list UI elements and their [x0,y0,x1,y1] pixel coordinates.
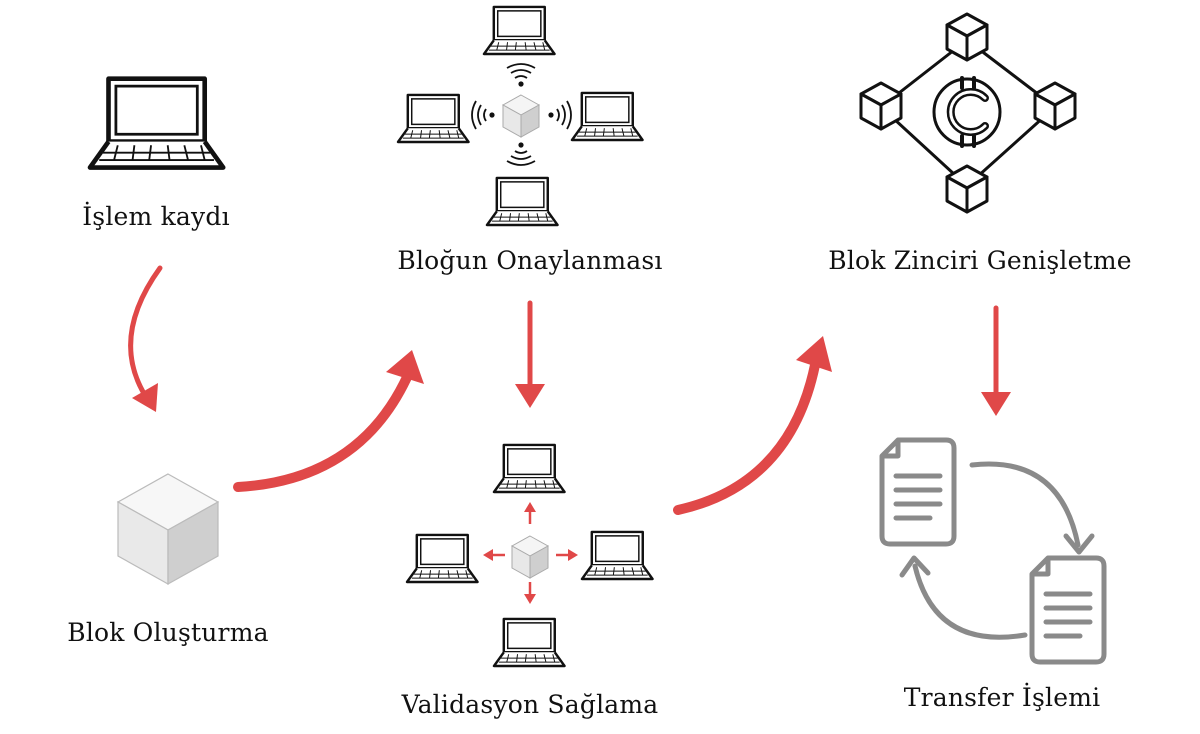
arrow-validasyon-to-zincir [673,360,820,515]
step-label-blok-zinciri-genisletme: Blok Zinciri Genişletme [828,246,1132,275]
step-label-islem-kaydi: İşlem kaydı [82,202,230,231]
step-label-blogun-onaylanmasi: Bloğun Onaylanması [397,246,663,275]
laptop-icon [90,79,223,168]
flow-arrows [128,265,1011,515]
step-label-blok-olusturma: Blok Oluşturma [67,618,269,647]
validation-network-icon [405,443,654,668]
document-exchange-icon [882,440,1104,662]
step-label-validasyon-saglama: Validasyon Sağlama [401,690,659,719]
step-label-transfer-islemi: Transfer İşlemi [903,683,1101,712]
broadcast-network-icon [396,5,644,227]
cube-icon [116,473,220,586]
blockchain-coin-icon [859,12,1077,214]
arrow-blok-to-onay [233,370,413,492]
arrow-islem-to-blok [128,265,163,403]
